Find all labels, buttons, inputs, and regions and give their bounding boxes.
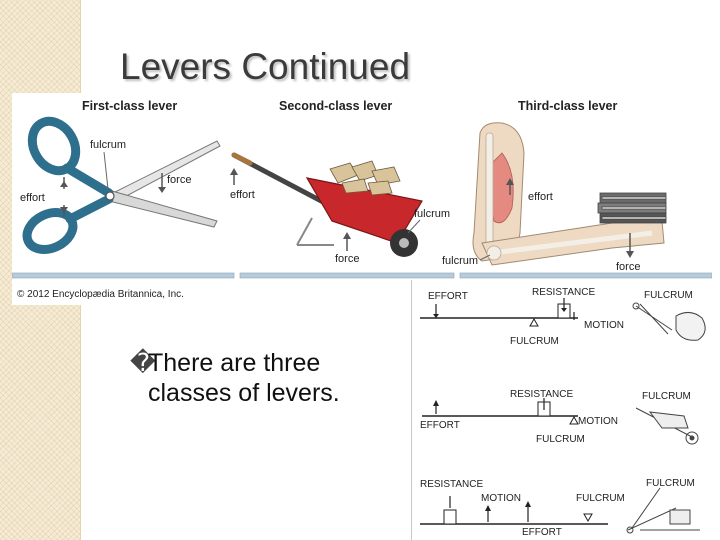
lever-classes-illustration: First-class lever Second-class lever Thi… (12, 93, 712, 305)
scissors-drawing (22, 116, 221, 254)
d2-effort-label: EFFORT (420, 420, 460, 431)
d1-effort-label: EFFORT (428, 291, 468, 302)
d3-motion-label: MOTION (481, 493, 521, 504)
vertical-divider (411, 280, 412, 540)
bullet-line-1: There are three (148, 349, 321, 377)
wheelbarrow-drawing (231, 152, 423, 257)
forearm-force-label: force (616, 261, 640, 273)
first-class-title: First-class lever (82, 99, 177, 113)
bullet-line-2: classes of levers. (148, 379, 340, 407)
separator-bar-first (12, 272, 235, 279)
first-class-lever-diagram: EFFORT RESISTANCE FULCRUM MOTION FULCRUM (414, 282, 718, 350)
d2-fulcrum-bottom-label: FULCRUM (536, 434, 585, 445)
d3-fulcrum-mid-label: FULCRUM (576, 493, 625, 504)
slide-title: Levers Continued (120, 46, 411, 87)
bullet-text: �There are three classes of levers. (130, 348, 340, 408)
third-class-lever-diagram: RESISTANCE FULCRUM MOTION FULCRUM EFFORT (414, 474, 718, 540)
second-class-lever-diagram: RESISTANCE FULCRUM EFFORT MOTION FULCRUM (414, 384, 718, 452)
wheelbarrow-force-label: force (335, 253, 359, 265)
forearm-fulcrum-label: fulcrum (442, 255, 478, 267)
scissors-fulcrum-label: fulcrum (90, 139, 126, 151)
wheelbarrow-effort-label: effort (230, 189, 255, 201)
d1-fulcrum-bottom-label: FULCRUM (510, 336, 559, 347)
second-class-title: Second-class lever (279, 99, 392, 113)
separator-bar-third (459, 272, 712, 279)
d1-motion-label: MOTION (584, 320, 624, 331)
d2-fulcrum-label: FULCRUM (642, 391, 691, 402)
wheelbarrow-fulcrum-label: fulcrum (414, 208, 450, 220)
third-class-title: Third-class lever (518, 99, 617, 113)
d2-resistance-label: RESISTANCE (510, 389, 573, 400)
scissors-force-label: force (167, 174, 191, 186)
d2-motion-label: MOTION (578, 416, 618, 427)
scissors-effort-label: effort (20, 192, 45, 204)
separator-bar-second (239, 272, 455, 279)
d1-fulcrum-label: FULCRUM (644, 290, 693, 301)
forearm-drawing (472, 122, 667, 266)
forearm-effort-label: effort (528, 191, 553, 203)
d1-resistance-label: RESISTANCE (532, 287, 595, 298)
d3-effort-label: EFFORT (522, 527, 562, 538)
d3-resistance-label: RESISTANCE (420, 479, 483, 490)
bullet-mark: � (130, 349, 156, 377)
copyright-notice: © 2012 Encyclopædia Britannica, Inc. (17, 289, 184, 300)
d3-fulcrum-label: FULCRUM (646, 478, 695, 489)
